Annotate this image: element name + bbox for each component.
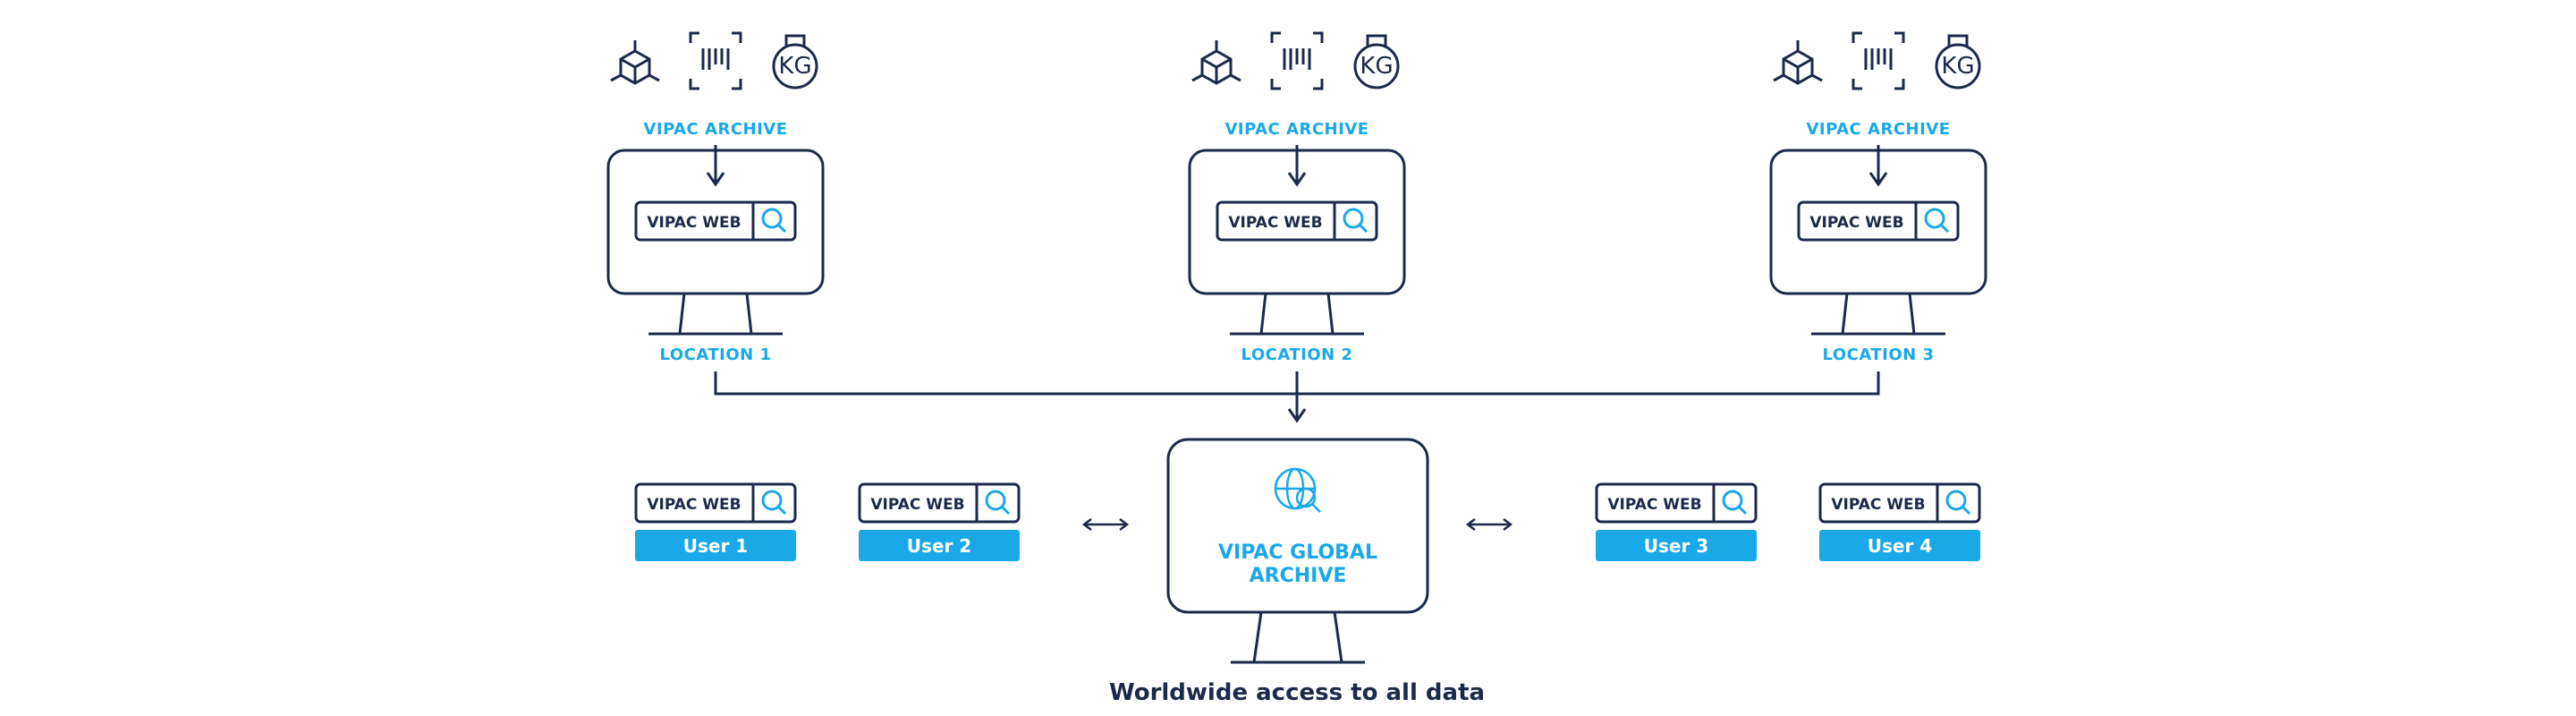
double-arrow-icon (1081, 518, 1130, 531)
vipac-web-label: VIPAC WEB (870, 496, 964, 514)
vipac-web-label: VIPAC WEB (1809, 214, 1903, 232)
search-icon (1722, 490, 1748, 516)
user-name: User 4 (1868, 535, 1932, 557)
location-unit: KG VIPAC ARCHIVE VIPAC WEB LOCATION 1 (606, 31, 825, 364)
vipac-web-search-field: VIPAC WEB (1216, 200, 1378, 242)
user-badge (1596, 530, 1757, 561)
vipac-web-search-field: VIPAC WEB (1595, 482, 1758, 524)
location-label: LOCATION 1 (659, 345, 771, 364)
cube-icon (1191, 38, 1242, 85)
search-icon (761, 208, 787, 234)
vipac-web-search-field: VIPAC WEB (858, 482, 1021, 524)
double-arrow-icon (1465, 518, 1513, 531)
user-name: User 3 (1644, 535, 1708, 557)
user-badge (1819, 530, 1980, 561)
barcode-scan-icon (1852, 31, 1905, 90)
search-icon (1924, 208, 1950, 234)
weight-kg-label: KG (1941, 53, 1974, 80)
caption: Worldwide access to all data (1109, 679, 1485, 706)
locations-layer: KG VIPAC ARCHIVE VIPAC WEB LOCATION 1 KG VIPA… (606, 31, 1987, 364)
vipac-web-label: VIPAC WEB (1831, 496, 1925, 514)
vipac-web-search-field: VIPAC WEB (634, 200, 797, 242)
location-unit: KG VIPAC ARCHIVE VIPAC WEB LOCATION 3 (1769, 31, 1987, 364)
search-icon (761, 490, 787, 516)
search-icon (985, 490, 1011, 516)
user-name: User 1 (683, 535, 748, 557)
user-name: User 2 (907, 535, 971, 557)
user-terminal: VIPAC WEB User 4 (1818, 482, 1981, 561)
weight-kg-label: KG (1360, 53, 1393, 80)
barcode-scan-icon (689, 31, 742, 90)
vipac-web-label: VIPAC WEB (647, 496, 741, 514)
cube-icon (1772, 38, 1824, 85)
weight-kg-label: KG (778, 53, 811, 80)
location-unit: KG VIPAC ARCHIVE VIPAC WEB LOCATION 2 (1188, 31, 1406, 364)
location-label: LOCATION 2 (1241, 345, 1352, 364)
location-label: LOCATION 3 (1822, 345, 1934, 364)
search-icon (1945, 490, 1971, 516)
vipac-web-label: VIPAC WEB (1228, 214, 1322, 232)
user-terminal: VIPAC WEB User 2 (858, 482, 1021, 561)
user-terminal: VIPAC WEB User 1 (634, 482, 797, 561)
archive-label: VIPAC ARCHIVE (1224, 120, 1368, 139)
vipac-web-label: VIPAC WEB (1607, 496, 1701, 514)
user-badge (859, 530, 1020, 561)
vipac-web-search-field: VIPAC WEB (1797, 200, 1960, 242)
archive-label: VIPAC ARCHIVE (1806, 120, 1950, 139)
user-terminal: VIPAC WEB User 3 (1595, 482, 1758, 561)
vipac-web-search-field: VIPAC WEB (634, 482, 797, 524)
vipac-web-search-field: VIPAC WEB (1818, 482, 1981, 524)
global-archive-monitor: VIPAC GLOBAL ARCHIVE (1166, 438, 1429, 664)
connector-lines (714, 371, 1880, 423)
users-layer: VIPAC WEB User 1 VIPAC WEB User 2 VIPAC WEB U… (634, 482, 1981, 561)
global-archive-title-line1: VIPAC GLOBAL (1218, 541, 1377, 564)
vipac-web-label: VIPAC WEB (647, 214, 741, 232)
barcode-scan-icon (1270, 31, 1324, 90)
search-icon (1343, 208, 1368, 234)
global-archive-title-line2: ARCHIVE (1250, 565, 1347, 587)
user-badge (635, 530, 796, 561)
archive-label: VIPAC ARCHIVE (643, 120, 787, 139)
globe-search-icon (1274, 467, 1321, 513)
cube-icon (609, 38, 661, 85)
